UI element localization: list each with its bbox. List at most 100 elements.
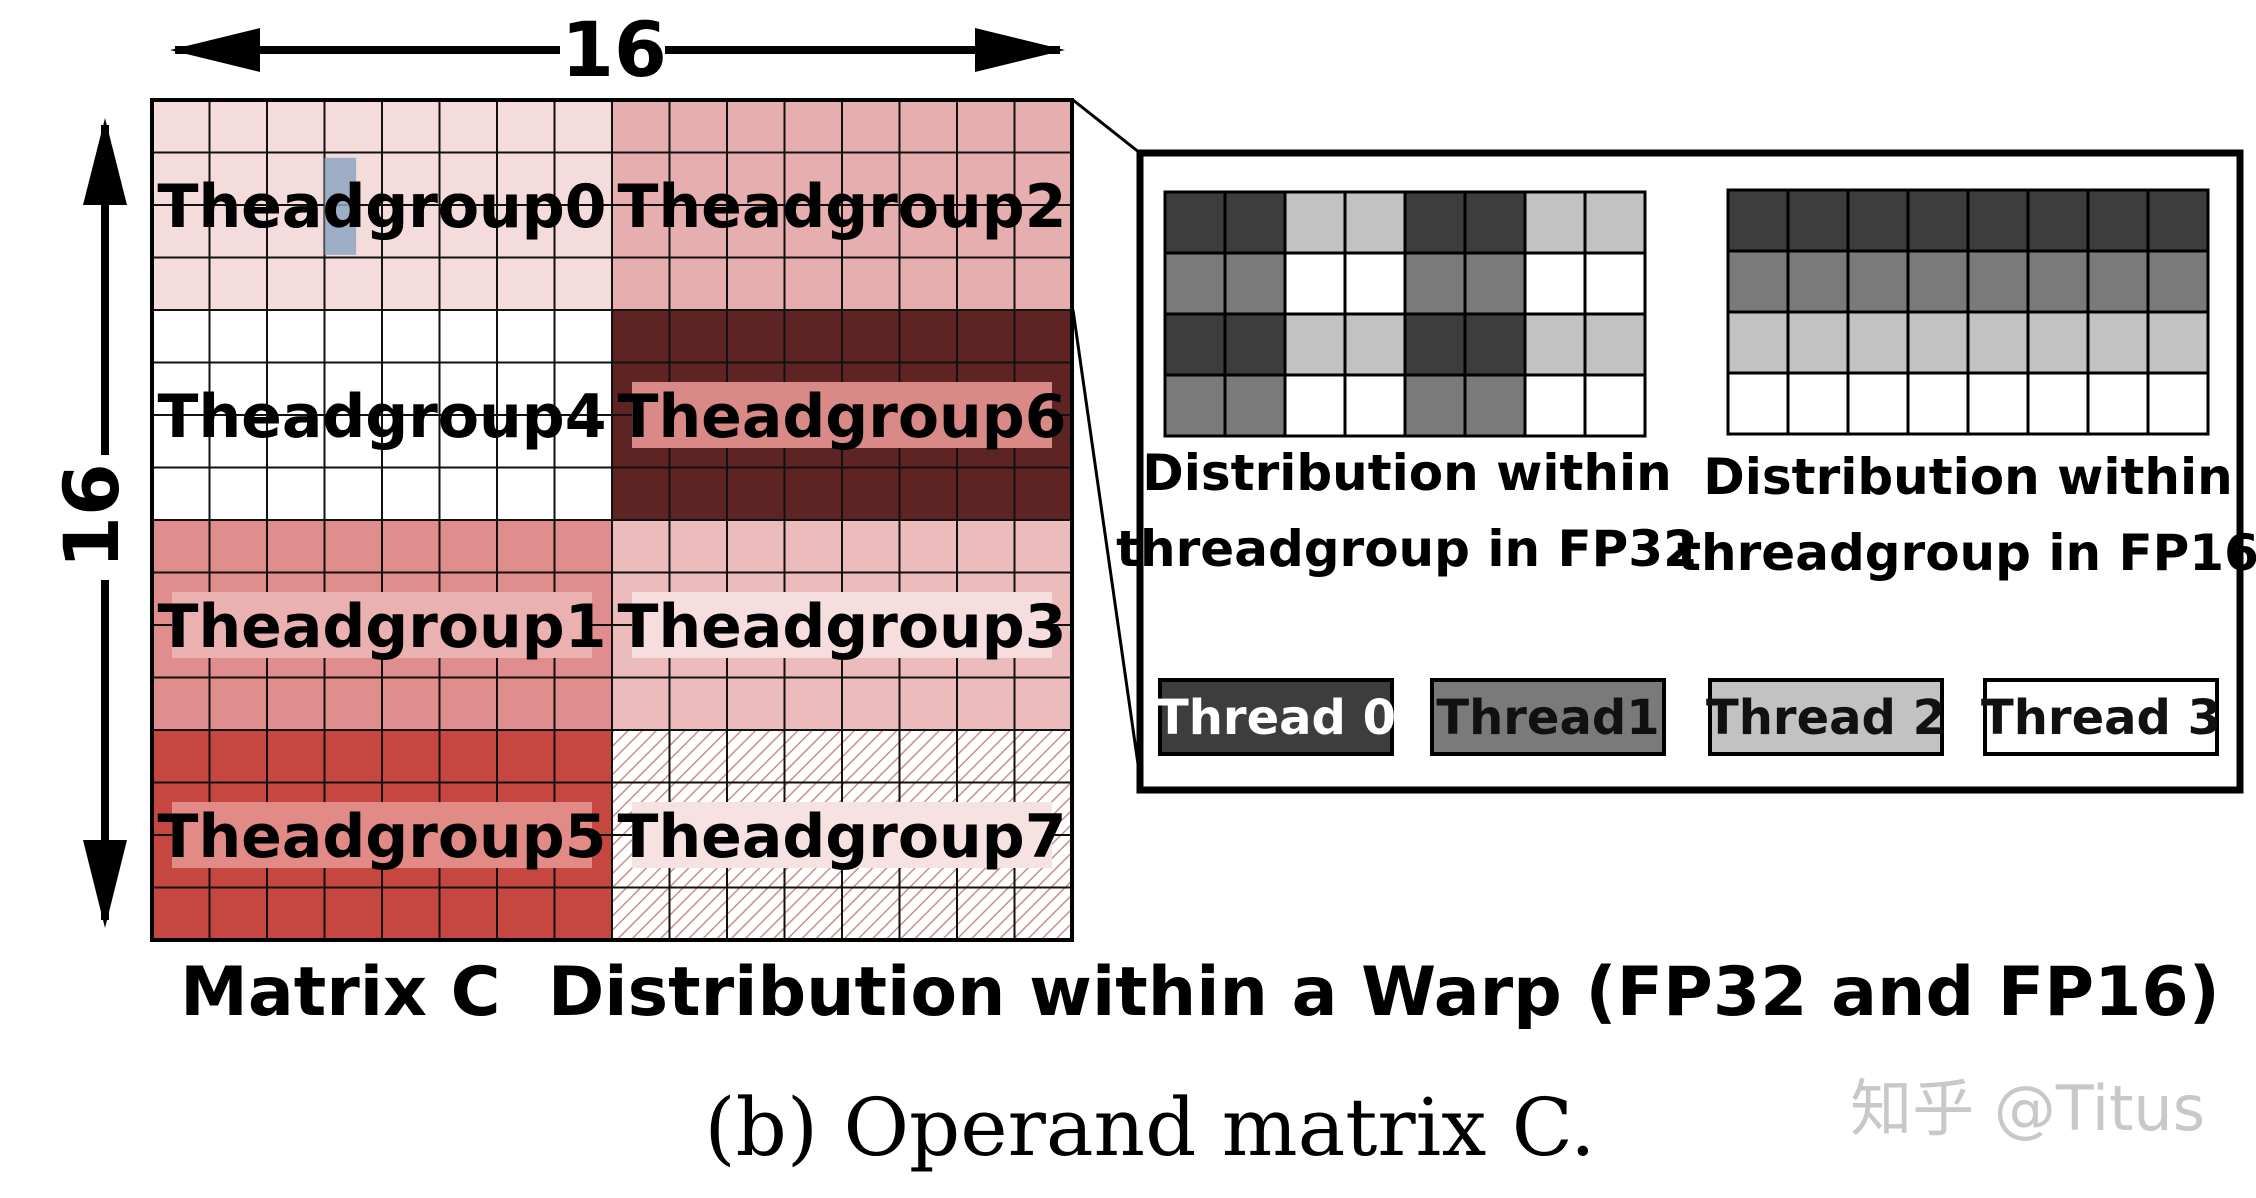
thread-cell — [2086, 310, 2150, 375]
threadgroup-label: Theadgroup4 — [158, 382, 607, 452]
thread-cell — [1343, 373, 1407, 438]
thread-cell — [1583, 251, 1647, 316]
thread-cell — [1846, 371, 1910, 436]
diagram-title: Matrix C Distribution within a Warp (FP3… — [180, 953, 2220, 1032]
thread-cell — [2086, 188, 2150, 253]
watermark: 知乎 @Titus — [1850, 1072, 2205, 1145]
threadgroup-block: Theadgroup4 — [151, 309, 613, 521]
inset-panel: Distribution within threadgroup in FP32 … — [1116, 149, 2256, 794]
fp16-label-line2: threadgroup in FP16 — [1677, 524, 2256, 582]
thread-cell — [1846, 310, 1910, 375]
thread-cell — [1846, 249, 1910, 314]
thread-cell — [2026, 249, 2090, 314]
inset-connector-bottom — [1071, 309, 1142, 779]
legend-swatch — [1708, 678, 1944, 756]
thread-cell — [1786, 310, 1850, 375]
threadgroup-block: Theadgroup3 — [611, 519, 1073, 731]
fp16-distribution-grid — [1726, 188, 2210, 436]
fp32-label-line2: threadgroup in FP32 — [1116, 520, 1698, 578]
legend-item: Thread1 — [1430, 678, 1666, 756]
thread-cell — [1223, 373, 1287, 438]
thread-cell — [1223, 251, 1287, 316]
thread-cell — [1966, 249, 2030, 314]
inset-connector-top — [1072, 98, 1141, 155]
thread-cell — [1846, 188, 1910, 253]
thread-cell — [1163, 251, 1227, 316]
thread-cell — [2086, 249, 2150, 314]
legend-swatch — [1430, 678, 1666, 756]
thread-cell — [1463, 190, 1527, 255]
thread-cell — [1283, 190, 1347, 255]
thread-cell — [1403, 190, 1467, 255]
threadgroup-label: Theadgroup6 — [618, 382, 1067, 452]
thread-cell — [1786, 371, 1850, 436]
width-arrowhead-left — [170, 28, 260, 72]
thread-cell — [1906, 310, 1970, 375]
thread-cell — [1223, 312, 1287, 377]
thread-cell — [1223, 190, 1287, 255]
thread-cell — [2086, 371, 2150, 436]
height-label: 16 — [47, 463, 136, 569]
thread-cell — [2026, 310, 2090, 375]
thread-cell — [1726, 310, 1790, 375]
thread-cell — [2026, 371, 2090, 436]
thread-cell — [1523, 251, 1587, 316]
threadgroup-label-bg — [632, 382, 1052, 448]
width-dimension: 16 — [170, 5, 1065, 94]
legend-label: Thread 3 — [1981, 690, 2221, 746]
threadgroup-label-bg — [632, 592, 1052, 658]
width-label: 16 — [561, 5, 667, 94]
threadgroup-label: Theadgroup7 — [618, 802, 1067, 872]
thread-cell — [1726, 371, 1790, 436]
matrix-border — [150, 98, 1074, 942]
threadgroup-label-bg — [172, 802, 592, 868]
thread-cell — [2146, 371, 2210, 436]
thread-legend: Thread 0 Thread1 Thread 2 Thread 3 — [1156, 678, 2221, 756]
thread-cell — [1403, 251, 1467, 316]
fp32-label-line1: Distribution within — [1142, 444, 1671, 502]
height-arrowhead-bottom — [83, 840, 127, 928]
thread-cell — [1403, 312, 1467, 377]
threadgroup-block: Theadgroup5 — [151, 729, 613, 941]
thread-cell — [1343, 251, 1407, 316]
threadgroup-label: Theadgroup3 — [618, 592, 1067, 662]
width-arrowhead-right — [975, 28, 1065, 72]
threadgroup-block: Theadgroup1 — [151, 519, 613, 731]
thread-cell — [2146, 188, 2210, 253]
thread-cell — [1966, 188, 2030, 253]
thread-cell — [1583, 190, 1647, 255]
thread-cell — [1906, 188, 1970, 253]
thread-cell — [1906, 371, 1970, 436]
threadgroup-label: Theadgroup2 — [618, 172, 1067, 242]
legend-label: Thread 0 — [1156, 690, 1396, 746]
thread-cell — [1523, 312, 1587, 377]
legend-item: Thread 0 — [1156, 678, 1396, 756]
threadgroup-label: Theadgroup1 — [158, 592, 607, 662]
thread-cell — [1163, 373, 1227, 438]
fp16-label-line1: Distribution within — [1703, 448, 2232, 506]
thread-cell — [1523, 190, 1587, 255]
thread-cell — [1343, 190, 1407, 255]
legend-item: Thread 2 — [1706, 678, 1946, 756]
figure-caption: (b) Operand matrix C. — [704, 1081, 1595, 1174]
thread-cell — [1343, 312, 1407, 377]
threadgroup-label: Theadgroup0 — [158, 172, 607, 242]
threadgroup-label-bg — [172, 592, 592, 658]
legend-label: Thread 2 — [1706, 690, 1946, 746]
thread-cell — [1523, 373, 1587, 438]
thread-cell — [1463, 251, 1527, 316]
fp32-distribution-grid — [1163, 190, 1647, 438]
threadgroup-label-bg — [632, 802, 1052, 868]
threadgroup-block: Theadgroup6 — [611, 309, 1073, 521]
thread-cell — [1786, 249, 1850, 314]
thread-cell — [2026, 188, 2090, 253]
thread-cell — [1283, 312, 1347, 377]
thread-cell — [1163, 312, 1227, 377]
thread-cell — [1463, 312, 1527, 377]
highlighted-cell — [324, 157, 357, 255]
height-arrowhead-top — [83, 118, 127, 205]
thread-cell — [1463, 373, 1527, 438]
thread-cell — [1283, 251, 1347, 316]
